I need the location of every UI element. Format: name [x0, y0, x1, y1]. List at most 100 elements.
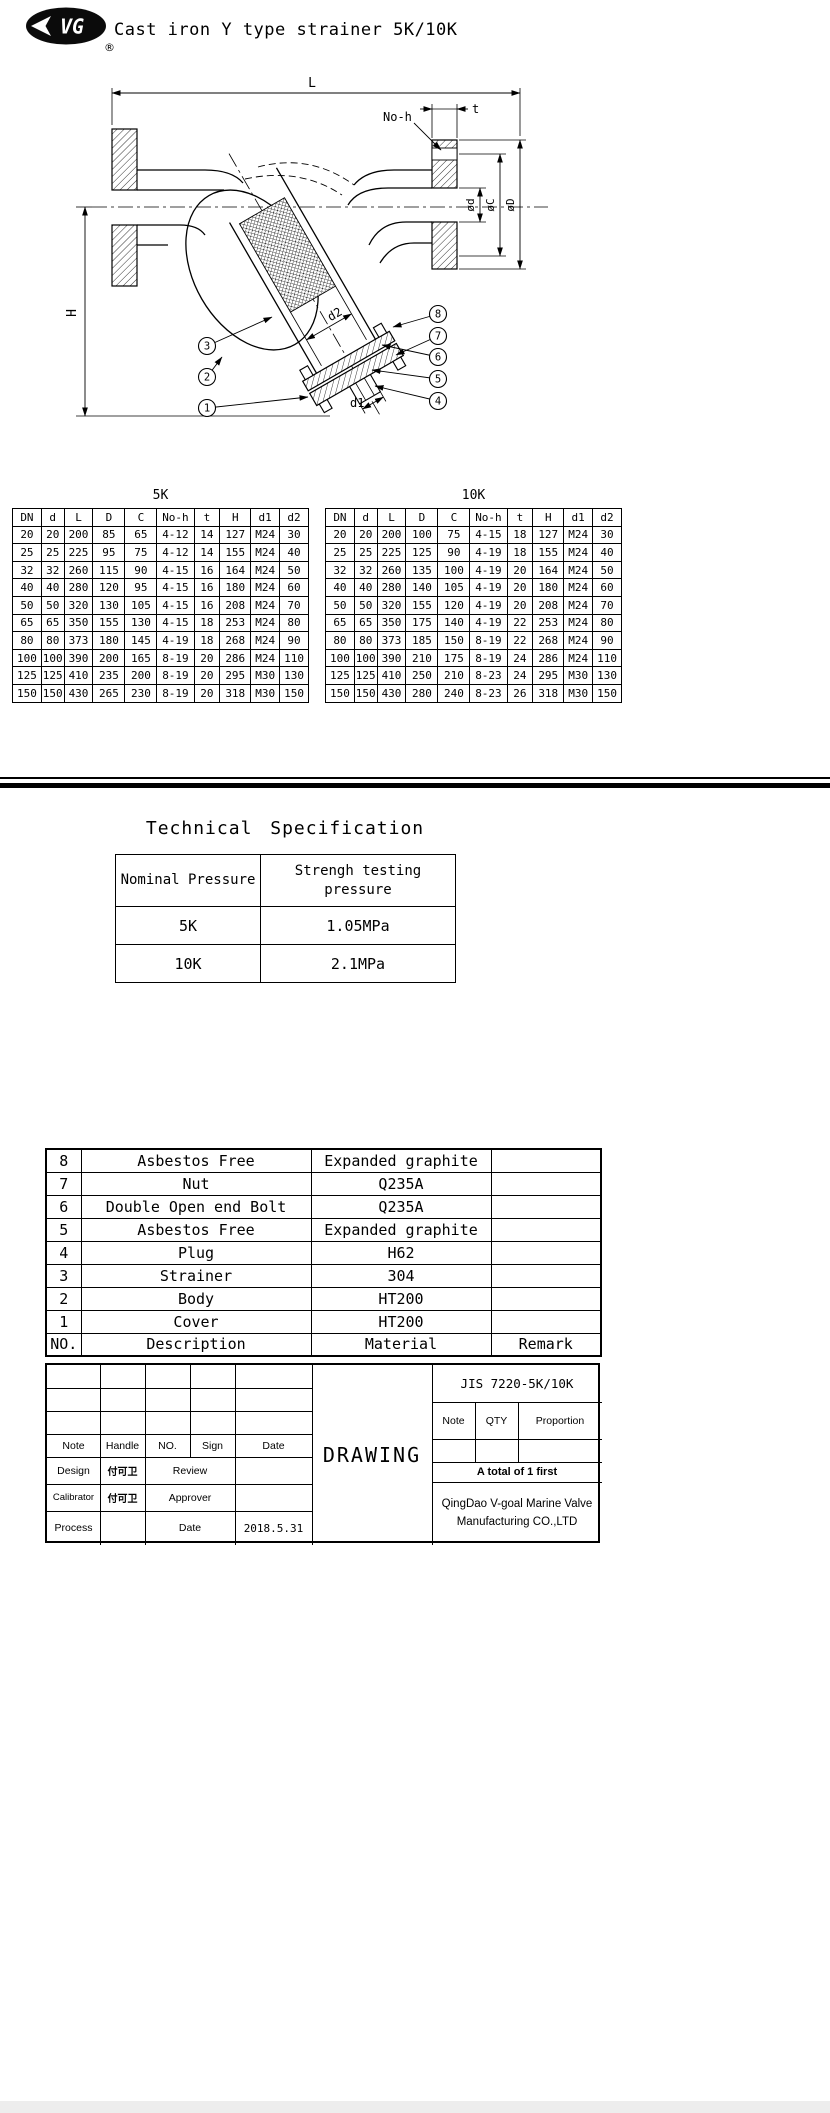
grid-line [432, 1482, 602, 1483]
dim-oD-label: øD [504, 198, 517, 211]
table-header-cell: No-h [469, 508, 508, 527]
nut-left [318, 398, 333, 414]
table-cell: HT200 [310, 1286, 492, 1311]
grid-line [47, 1484, 312, 1485]
table-cell: 20 [353, 525, 378, 545]
table-cell [490, 1263, 602, 1288]
table-cell: 25 [40, 543, 65, 562]
table-cell: 70 [592, 595, 622, 615]
grid-line [47, 1388, 312, 1389]
table-cell: 175 [437, 648, 471, 668]
table-cell: 70 [279, 595, 309, 615]
table-cell: 105 [124, 595, 158, 615]
table-cell: 90 [124, 560, 158, 580]
table-cell: 50 [325, 595, 355, 615]
body-outline [137, 162, 432, 351]
left-flange [111, 128, 138, 287]
table-cell: 4-15 [156, 560, 195, 580]
table-cell: 100 [353, 648, 378, 668]
logo-wing-icon [31, 16, 51, 36]
grid-line [518, 1402, 519, 1462]
page-title: Cast iron Y type strainer 5K/10K [114, 20, 458, 40]
spec-heading: Technical Specification [145, 818, 425, 839]
table-cell: 373 [63, 631, 94, 650]
table-cell: 253 [219, 613, 252, 633]
table-cell: 4-15 [156, 595, 195, 615]
dim-oD: øD [459, 139, 526, 270]
page-bottom-edge [0, 2101, 830, 2113]
table-cell: 7 [45, 1171, 82, 1196]
table-cell: 100 [437, 560, 471, 580]
dim-H-label: H [65, 309, 80, 317]
table-cell: 20 [40, 525, 65, 545]
divider-thick-rule [0, 783, 830, 788]
table-cell: HT200 [310, 1309, 492, 1334]
table-header-cell: D [405, 508, 439, 527]
table-cell: 295 [219, 666, 252, 685]
strainer-section-drawing: d2 d1 L t No-h [65, 76, 548, 418]
table-cell: Expanded graphite [310, 1148, 492, 1173]
table-cell: 373 [376, 631, 407, 650]
dim-oc: øC [459, 153, 506, 257]
table-cell: 18 [193, 613, 221, 633]
table-cell: 4-19 [469, 560, 508, 580]
table-cell: 18 [506, 525, 534, 545]
registered-mark: ® [104, 41, 115, 54]
dim-t-label: t [472, 102, 479, 116]
callout-5 [428, 369, 448, 389]
spec-row: 10K 2.1MPa [115, 944, 456, 983]
callout-2-label: 2 [204, 372, 210, 384]
table-header-cell: d2 [279, 508, 309, 527]
callout-2 [197, 367, 217, 387]
table-cell: 304 [310, 1263, 492, 1288]
dim-L-label: L [308, 76, 316, 91]
table-cell: 230 [124, 683, 158, 703]
table-cell: 180 [219, 578, 252, 597]
table-cell: Plug [80, 1240, 312, 1265]
table-cell: Expanded graphite [310, 1217, 492, 1242]
table-cell: NO. [45, 1332, 82, 1357]
part-callouts: 1 2 3 4 5 6 7 8 [197, 304, 448, 418]
table-cell: 24 [506, 666, 534, 685]
table-cell: 80 [279, 613, 309, 633]
table-cell: 65 [124, 525, 158, 545]
table-cell: 235 [92, 666, 126, 685]
table-cell: Asbestos Free [80, 1148, 312, 1173]
table-cell: 268 [532, 631, 565, 650]
table-header-cell: d2 [592, 508, 622, 527]
date-label: Date [178, 1522, 202, 1534]
table-cell: 180 [92, 631, 126, 650]
callout-4-label: 4 [435, 396, 441, 408]
table-cell: 95 [124, 578, 158, 597]
process-label: Process [54, 1522, 93, 1534]
table-cell: M24 [250, 525, 281, 545]
table-cell: 150 [437, 631, 471, 650]
document-number: JIS 7220-5K/10K [460, 1376, 574, 1391]
table-cell: 8-23 [469, 683, 508, 703]
dim-L: L [111, 76, 521, 136]
table-cell: 260 [63, 560, 94, 580]
table-cell: 20 [193, 666, 221, 685]
spec-header-cell: Strengh testing pressure [260, 854, 456, 907]
callout-8 [428, 304, 448, 324]
table-cell: 40 [325, 578, 355, 597]
table-cell: 65 [353, 613, 378, 633]
table-cell [490, 1171, 602, 1196]
table-cell: 430 [63, 683, 94, 703]
table-cell: M24 [563, 560, 594, 580]
table-cell: 125 [40, 666, 65, 685]
grid-line [47, 1434, 312, 1435]
table-cell: 40 [353, 578, 378, 597]
design-label: Design [57, 1464, 90, 1477]
